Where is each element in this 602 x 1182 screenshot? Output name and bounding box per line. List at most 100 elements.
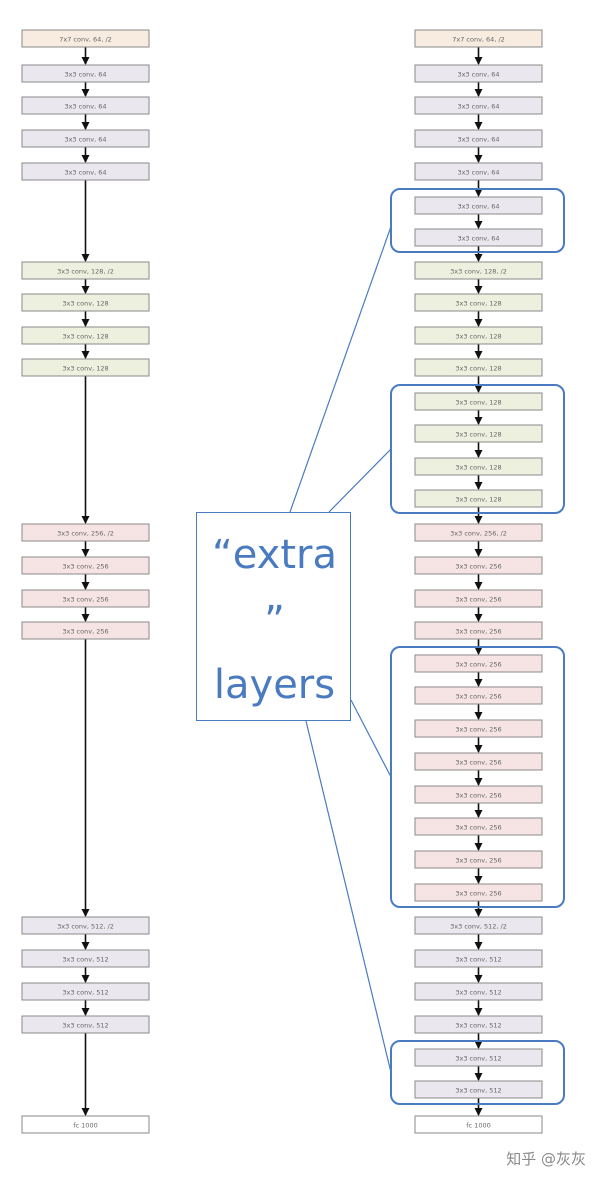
layer-label: 7x7 conv, 64, /2	[59, 36, 112, 44]
right-layer-box: 3x3 conv, 64	[414, 96, 543, 115]
layer-box-rect	[414, 556, 543, 575]
extra-layers-callout: “extra ” layers	[196, 512, 351, 721]
layer-label: 3x3 conv, 128	[455, 496, 501, 504]
layer-box-rect	[21, 96, 150, 115]
layer-label: 3x3 conv, 512	[62, 1022, 108, 1030]
layer-label: 3x3 conv, 256	[455, 628, 501, 636]
layer-label: 3x3 conv, 64	[457, 169, 499, 177]
layer-label: 3x3 conv, 256	[62, 596, 108, 604]
right-layer-box: 3x3 conv, 256	[414, 719, 543, 738]
left-layer-box: 3x3 conv, 512	[21, 1015, 150, 1034]
layer-box-rect	[21, 589, 150, 608]
layer-box-rect	[21, 1015, 150, 1034]
extra-group-highlight	[390, 384, 565, 514]
layer-box-rect	[21, 916, 150, 935]
right-layer-box: 3x3 conv, 128	[414, 392, 543, 411]
layer-box-rect	[414, 29, 543, 48]
callout-line-2: ”	[264, 598, 285, 644]
layer-box-rect	[414, 489, 543, 508]
layer-label: 3x3 conv, 64	[64, 169, 106, 177]
right-layer-box: 3x3 conv, 128	[414, 293, 543, 312]
right-layer-box: 3x3 conv, 512	[414, 1080, 543, 1099]
layer-label: 3x3 conv, 128	[455, 399, 501, 407]
layer-label: 3x3 conv, 64	[457, 235, 499, 243]
left-layer-box: 3x3 conv, 256	[21, 621, 150, 640]
layer-label: 3x3 conv, 128, /2	[57, 268, 114, 276]
right-layer-box: 7x7 conv, 64, /2	[414, 29, 543, 48]
right-layer-box: 3x3 conv, 256	[414, 785, 543, 804]
layer-box-rect	[414, 785, 543, 804]
right-layer-box: 3x3 conv, 64	[414, 162, 543, 181]
layer-box-rect	[21, 1115, 150, 1134]
layer-label: 3x3 conv, 128, /2	[450, 268, 507, 276]
layer-label: 3x3 conv, 64	[457, 103, 499, 111]
extra-group-highlight	[390, 1040, 565, 1105]
layer-box-rect	[21, 358, 150, 377]
layer-label: 3x3 conv, 256	[455, 890, 501, 898]
layer-box-rect	[21, 523, 150, 542]
layer-box-rect	[21, 326, 150, 345]
callout-connector-line	[289, 226, 392, 513]
layer-box-rect	[414, 64, 543, 83]
watermark: 知乎 @灰灰	[506, 1150, 586, 1168]
layer-label: 3x3 conv, 512	[455, 1055, 501, 1063]
layer-label: 3x3 conv, 128	[62, 300, 108, 308]
layer-box-rect	[414, 1048, 543, 1067]
layer-label: 3x3 conv, 256	[455, 792, 501, 800]
layer-label: 3x3 conv, 256	[455, 596, 501, 604]
layer-box-rect	[21, 621, 150, 640]
layer-label: 3x3 conv, 64	[457, 71, 499, 79]
layer-box-rect	[414, 686, 543, 705]
right-layer-box: 3x3 conv, 512, /2	[414, 916, 543, 935]
right-column: 7x7 conv, 64, /2 3x3 conv, 64 3x3 conv, 64…	[414, 29, 543, 1134]
layer-box-rect	[21, 129, 150, 148]
layer-label: 3x3 conv, 512	[455, 1022, 501, 1030]
layer-box-rect	[414, 1080, 543, 1099]
layer-box-rect	[414, 589, 543, 608]
right-layer-box: 3x3 conv, 256	[414, 883, 543, 902]
layer-box-rect	[414, 261, 543, 280]
layer-box-rect	[414, 850, 543, 869]
layer-label: 3x3 conv, 64	[64, 136, 106, 144]
layer-label: 3x3 conv, 128	[455, 431, 501, 439]
layer-label: 3x3 conv, 64	[64, 71, 106, 79]
callout-connector-line	[305, 720, 392, 1073]
layer-box-rect	[21, 29, 150, 48]
layer-label: 3x3 conv, 256	[455, 726, 501, 734]
layer-label: 3x3 conv, 256	[455, 661, 501, 669]
layer-box-rect	[414, 392, 543, 411]
left-layer-box: 3x3 conv, 128	[21, 293, 150, 312]
extra-group-highlight	[390, 646, 565, 908]
layer-label: 3x3 conv, 256, /2	[57, 530, 114, 538]
layer-box-rect	[414, 523, 543, 542]
layer-label: 3x3 conv, 256	[455, 824, 501, 832]
layer-label: 3x3 conv, 64	[457, 136, 499, 144]
layer-box-rect	[21, 162, 150, 181]
layer-label: 3x3 conv, 512	[455, 989, 501, 997]
layer-box-rect	[21, 261, 150, 280]
left-layer-box: 3x3 conv, 256, /2	[21, 523, 150, 542]
layer-box-rect	[414, 358, 543, 377]
layer-box-rect	[414, 817, 543, 836]
callout-connector-line	[350, 699, 392, 778]
callout-line-3: layers	[213, 662, 336, 708]
right-layer-box: fc 1000	[414, 1115, 543, 1134]
left-layer-box: 3x3 conv, 256	[21, 556, 150, 575]
layer-label: 7x7 conv, 64, /2	[452, 36, 505, 44]
layer-label: 3x3 conv, 128	[62, 365, 108, 373]
layer-label: 3x3 conv, 512	[455, 1087, 501, 1095]
layer-label: 3x3 conv, 128	[455, 464, 501, 472]
layer-box-rect	[414, 162, 543, 181]
layer-label: 3x3 conv, 256	[62, 563, 108, 571]
layer-label: 3x3 conv, 128	[455, 333, 501, 341]
layer-box-rect	[414, 96, 543, 115]
layer-box-rect	[21, 556, 150, 575]
left-layer-box: 3x3 conv, 512, /2	[21, 916, 150, 935]
left-layer-box: 3x3 conv, 64	[21, 64, 150, 83]
left-layer-box: 3x3 conv, 256	[21, 589, 150, 608]
layer-box-rect	[414, 424, 543, 443]
layer-label: 3x3 conv, 128	[455, 365, 501, 373]
layer-box-rect	[21, 293, 150, 312]
right-layer-box: 3x3 conv, 128	[414, 326, 543, 345]
left-column: 7x7 conv, 64, /2 3x3 conv, 64 3x3 conv, 64…	[21, 29, 150, 1134]
